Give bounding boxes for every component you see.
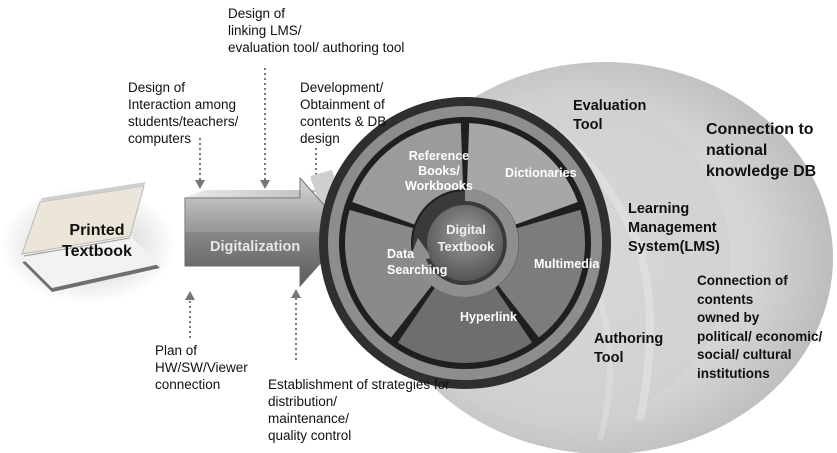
center-line: Textbook (437, 239, 495, 254)
note-line: HW/SW/Viewer (155, 360, 248, 375)
label-lms: Learning Management System(LMS) (628, 200, 720, 257)
note-interaction-design: Design of Interaction among students/tea… (128, 79, 238, 147)
segment-hyperlink-wedge (397, 287, 533, 363)
note-line: Obtainment of (300, 97, 385, 112)
note-line: evaluation tool/ authoring tool (228, 40, 405, 55)
note-line: Design of (228, 6, 286, 21)
segment-multimedia: Multimedia (534, 257, 600, 271)
note-linking-lms: Design of linking LMS/ evaluation tool/ … (228, 5, 404, 56)
note-development: Development/ Obtainment of contents & DB… (300, 79, 386, 147)
outer-line: Evaluation (573, 98, 647, 114)
outer-line: Authoring (594, 331, 664, 347)
center-digital-textbook: Digital Textbook (436, 221, 496, 255)
book-label-line: Textbook (62, 243, 132, 260)
segment-reference-wedge (352, 123, 464, 225)
segment-line: Reference (408, 149, 470, 163)
note-line: contents & DB (300, 114, 387, 129)
outer-line: political/ economic/ (697, 328, 823, 344)
label-authoring-tool: Authoring Tool (594, 330, 663, 368)
segment-line: Data (387, 247, 415, 261)
segment-multimedia-wedge (498, 209, 585, 338)
note-line: linking LMS/ (228, 23, 302, 38)
segment-line: Workbooks (405, 179, 473, 193)
outer-line: contents (697, 291, 754, 307)
note-line: students/teachers/ (128, 114, 239, 129)
note-line: connection (155, 377, 221, 392)
book-label-line: Printed (69, 222, 125, 239)
outer-line: social/ cultural (697, 347, 792, 362)
note-line: Interaction among (128, 97, 237, 112)
outer-line: national (706, 142, 768, 159)
outer-line: Connection to (706, 121, 814, 138)
outer-line: Connection of (697, 273, 788, 288)
note-strategies: Establishment of strategies for distribu… (268, 376, 450, 444)
note-line: Establishment of strategies for (268, 377, 450, 392)
segment-line: Books/ (418, 164, 460, 178)
note-line: maintenance/ (268, 411, 350, 426)
segment-dictionaries-wedge (466, 123, 578, 225)
note-line: Development/ (300, 80, 384, 95)
outer-line: Tool (594, 350, 624, 366)
note-line: quality control (268, 428, 352, 443)
outer-line: knowledge DB (706, 163, 817, 180)
digitalization-label: Digitalization (210, 239, 301, 255)
outer-line: owned by (697, 310, 760, 325)
outer-line: System(LMS) (628, 239, 720, 255)
note-line: computers (128, 131, 192, 146)
outer-line: Learning (628, 201, 690, 217)
segment-line: Searching (387, 263, 448, 277)
outer-line: Tool (573, 117, 603, 133)
segment-data-searching: Data Searching (387, 246, 447, 278)
label-national-db: Connection to national knowledge DB (706, 119, 816, 182)
label-evaluation-tool: Evaluation Tool (573, 97, 646, 135)
segment-hyperlink: Hyperlink (460, 310, 517, 324)
printed-textbook-image (0, 182, 176, 303)
note-line: design (300, 131, 340, 146)
label-contents-connection: Connection of contents owned by politica… (697, 272, 822, 383)
segment-dictionaries: Dictionaries (505, 166, 577, 180)
center-line: Digital (446, 222, 486, 237)
outer-line: Management (628, 220, 717, 236)
digital-textbook-wheel (319, 97, 611, 389)
dotted-arrows (189, 68, 317, 360)
segment-data-searching-wedge (345, 209, 432, 338)
note-line: Plan of (155, 343, 198, 358)
printed-textbook-label: Printed Textbook (62, 220, 132, 262)
note-line: distribution/ (268, 394, 338, 409)
note-hw-sw-plan: Plan of HW/SW/Viewer connection (155, 342, 248, 393)
segment-reference-books: Reference Books/ Workbooks (405, 149, 473, 194)
outer-line: institutions (697, 365, 770, 381)
note-line: Design of (128, 80, 186, 95)
